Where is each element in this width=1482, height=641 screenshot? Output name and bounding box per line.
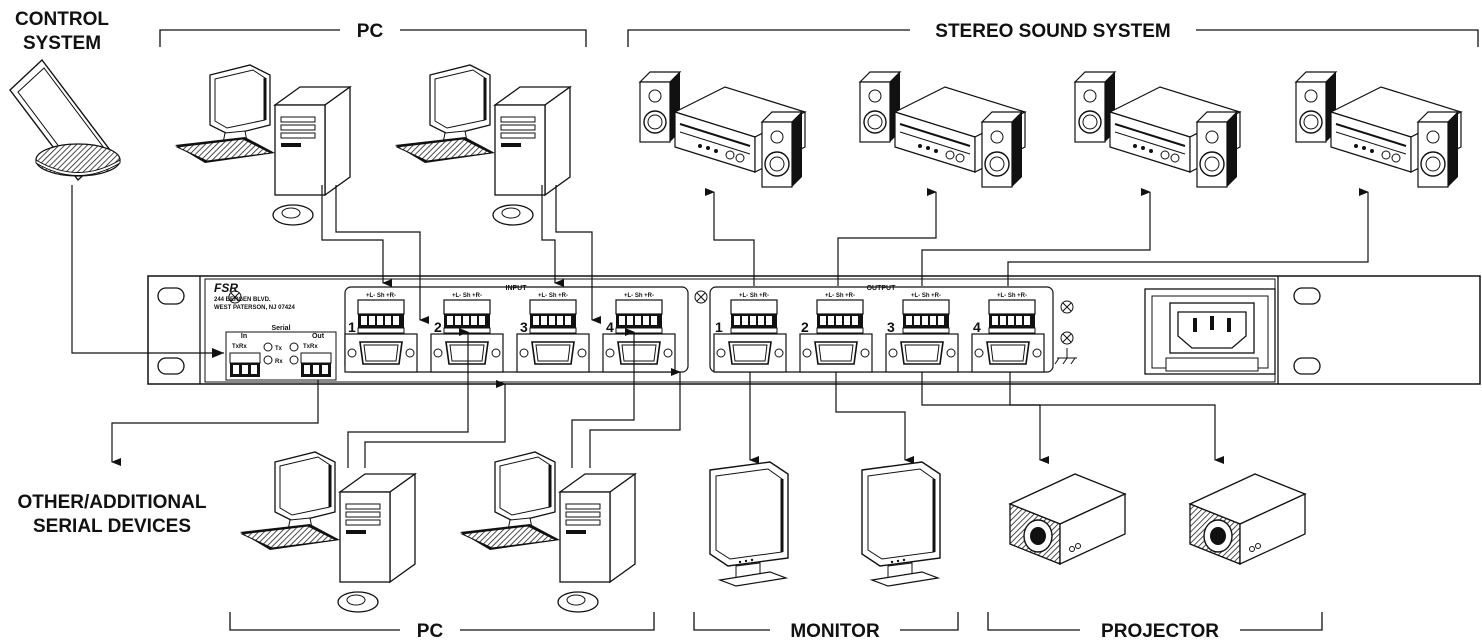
wire-pc3-sub <box>348 412 468 468</box>
input-2-vga-port <box>431 334 503 372</box>
output-1-number: 1 <box>715 319 723 335</box>
tx-led-label: Tx <box>275 346 283 352</box>
output-section-label: OUTPUT <box>867 285 897 292</box>
output-4-vga-port <box>972 334 1044 372</box>
input-section-label: INPUT <box>506 285 528 292</box>
output-1-pin-label: +L- Sh +R- <box>739 293 769 299</box>
other-devices-label-line1: OTHER/ADDITIONAL <box>18 492 207 513</box>
input-3-pin-label: +L- Sh +R- <box>538 293 568 299</box>
pc-top-label: PC <box>357 21 384 42</box>
monitor-label: MONITOR <box>790 621 880 641</box>
stereo-4-icon <box>1296 72 1461 187</box>
wire-pc2-audio <box>542 185 555 283</box>
wire-out2-stereo2 <box>838 192 936 286</box>
pc-bottom-2-icon <box>460 452 635 612</box>
output-3-pin-label: +L- Sh +R- <box>911 293 941 299</box>
output-4-audio-terminal <box>989 300 1035 333</box>
output-4-pin-label: +L- Sh +R- <box>997 293 1027 299</box>
output-4-number: 4 <box>973 319 981 335</box>
wire-out4-stereo4 <box>1008 192 1368 286</box>
serial-in-txrx: TxRx <box>232 344 247 350</box>
serial-out-label: Out <box>312 333 325 340</box>
input-4-audio-terminal <box>616 300 662 333</box>
output-3-vga-port <box>886 334 958 372</box>
pc-top-1-icon <box>175 65 350 225</box>
rx-led-label: Rx <box>275 359 283 365</box>
output-2-vga-port <box>800 334 872 372</box>
input-1-vga-port <box>345 334 417 372</box>
input-3-number: 3 <box>520 319 528 335</box>
output-2-pin-label: +L- Sh +R- <box>825 293 855 299</box>
projector-1-icon <box>1010 474 1125 564</box>
serial-out-terminal <box>301 353 331 377</box>
input-2-audio-terminal <box>444 300 490 333</box>
input-4-vga-port <box>603 334 675 372</box>
monitor-1-icon <box>710 462 788 586</box>
stereo-3-icon <box>1075 72 1240 187</box>
output-3-audio-terminal <box>903 300 949 333</box>
projector-2-icon <box>1190 474 1305 564</box>
serial-in-label: In <box>241 333 247 340</box>
brand-logo: FSR <box>214 281 238 295</box>
wire-out4-projector2 <box>1010 372 1215 460</box>
wire-out2-monitor2 <box>836 372 905 460</box>
input-3-audio-terminal <box>530 300 576 333</box>
serial-out-txrx: TxRx <box>303 344 318 350</box>
wire-pc1-audio <box>322 185 383 283</box>
other-devices-label-line2: SERIAL DEVICES <box>33 516 191 537</box>
stereo-2-icon <box>860 72 1025 187</box>
serial-label: Serial <box>271 325 290 332</box>
monitor-2-icon <box>862 462 940 586</box>
wire-pc3-video <box>365 384 505 468</box>
touch-panel-icon <box>10 60 120 180</box>
address-line2: WEST PATERSON, NJ 07424 <box>214 305 295 311</box>
wire-out3-projector1 <box>922 372 1040 460</box>
input-2-pin-label: +L- Sh +R- <box>452 293 482 299</box>
projector-label: PROJECTOR <box>1101 621 1219 641</box>
input-1-pin-label: +L- Sh +R- <box>366 293 396 299</box>
output-1-audio-terminal <box>731 300 777 333</box>
pc-bottom-1-icon <box>240 452 415 612</box>
output-2-number: 2 <box>801 319 809 335</box>
stereo-1-icon <box>640 72 805 187</box>
serial-in-terminal <box>230 353 260 377</box>
control-system-label-line1: CONTROL <box>15 9 109 30</box>
input-1-number: 1 <box>348 319 356 335</box>
input-2-number: 2 <box>434 319 442 335</box>
control-system-label-line2: SYSTEM <box>23 33 101 54</box>
output-2-audio-terminal <box>817 300 863 333</box>
pc-top-2-icon <box>395 65 570 225</box>
input-3-vga-port <box>517 334 589 372</box>
input-4-number: 4 <box>606 319 614 335</box>
input-1-audio-terminal <box>358 300 404 333</box>
output-1-vga-port <box>714 334 786 372</box>
wire-out3-stereo3 <box>922 192 1150 286</box>
input-4-pin-label: +L- Sh +R- <box>624 293 654 299</box>
output-3-number: 3 <box>887 319 895 335</box>
address-line1: 244 BERGEN BLVD. <box>214 297 271 303</box>
wire-out1-stereo1 <box>714 192 754 286</box>
pc-bottom-label: PC <box>417 621 444 641</box>
wire-serial-to-other <box>112 380 318 462</box>
stereo-label: STEREO SOUND SYSTEM <box>935 21 1170 42</box>
